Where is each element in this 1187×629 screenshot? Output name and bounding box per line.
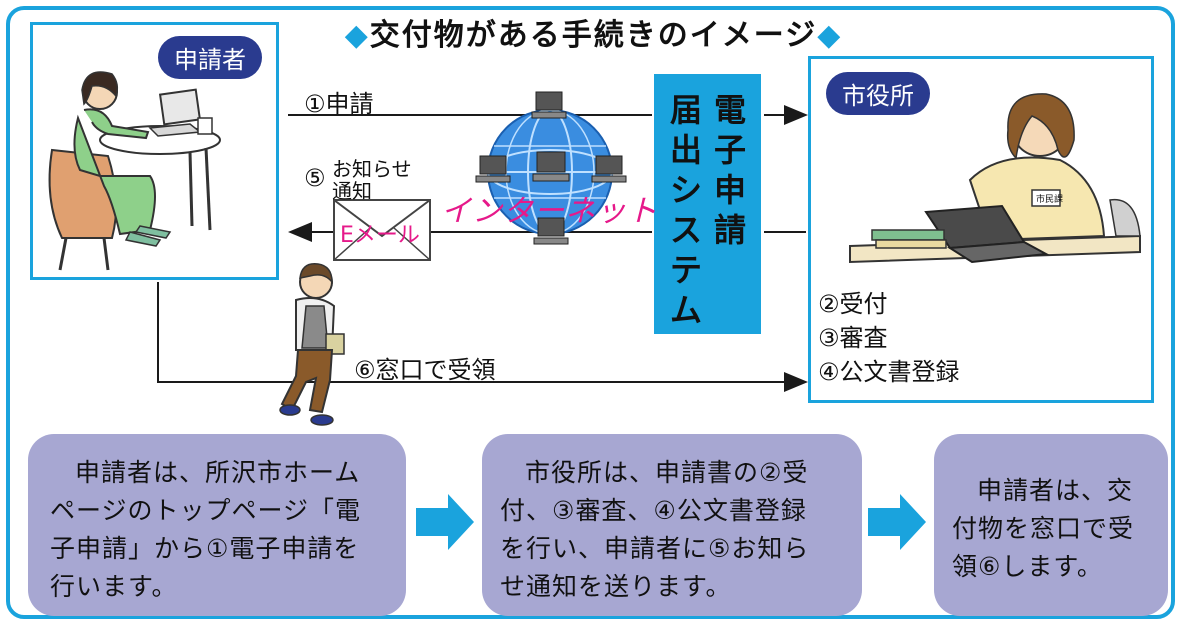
step-arrow-icon	[416, 494, 474, 550]
step-card-line: 子申請」から①電子申請を	[50, 534, 360, 563]
applicant-woman-illustration	[48, 71, 221, 271]
step-card-line: 付、③審査、④公文書登録	[500, 496, 807, 525]
network-computer-icon	[475, 155, 511, 183]
desk-sign-text: 市民課	[1036, 193, 1063, 204]
system-label-col-left: 届出システム	[669, 91, 702, 329]
apply-label: ①申請	[304, 90, 374, 118]
step-card-line: 行います。	[50, 572, 178, 601]
step-card-receive: 申請者は、交 付物を窓口で受 領⑥します。	[934, 434, 1168, 616]
title-text: 交付物がある手続きのイメージ	[369, 18, 818, 53]
network-computer-icon	[533, 217, 569, 245]
step-card-line: せ通知を送ります。	[500, 572, 732, 601]
step-arrow-icon	[868, 494, 926, 550]
notify-label-line2: 通知	[332, 179, 372, 203]
step-card-line: 付物を窓口で受	[952, 514, 1135, 543]
city-step-registration: ④公文書登録	[818, 358, 960, 386]
step-card-line: 市役所は、申請書の②受	[525, 458, 809, 487]
walking-man-illustration	[279, 263, 345, 426]
step-card-line: 領⑥します。	[952, 552, 1103, 581]
city-hall-badge: 市役所	[826, 72, 930, 115]
internet-label: インターネット	[441, 194, 658, 229]
email-envelope-icon	[333, 199, 431, 261]
network-computer-icon	[531, 91, 567, 119]
city-step-review: ③審査	[818, 324, 888, 352]
receive-label: ⑥窓口で受領	[354, 356, 496, 384]
notify-number: ⑤	[304, 164, 326, 192]
city-step-reception: ②受付	[818, 290, 888, 318]
applicant-badge: 申請者	[158, 36, 262, 79]
step-card-line: を行い、申請者に⑤お知ら	[500, 534, 810, 563]
step-card-applicant: 申請者は、所沢市ホーム ページのトップページ「電 子申請」から①電子申請を 行い…	[28, 434, 406, 616]
step-card-line: 申請者は、交	[977, 476, 1134, 505]
step-card-line: 申請者は、所沢市ホーム	[75, 458, 361, 487]
notify-label-line1: お知らせ	[332, 157, 412, 181]
diamond-left-icon: ◆	[344, 18, 370, 53]
e-application-system-box: 電子申請 届出システム	[654, 74, 761, 334]
step-card-city-hall: 市役所は、申請書の②受 付、③審査、④公文書登録 を行い、申請者に⑤お知ら せ通…	[482, 434, 862, 616]
diamond-right-icon: ◆	[817, 18, 843, 53]
page-title: ◆交付物がある手続きのイメージ◆	[0, 10, 1187, 54]
network-computer-icon	[532, 151, 570, 182]
receive-arrow	[157, 282, 808, 392]
email-label: Eメール	[340, 223, 420, 248]
network-computer-icon	[591, 155, 627, 183]
city-hall-worker-illustration	[849, 93, 1141, 264]
step-card-line: ページのトップページ「電	[50, 496, 362, 525]
system-label-col-right: 電子申請	[713, 91, 746, 249]
